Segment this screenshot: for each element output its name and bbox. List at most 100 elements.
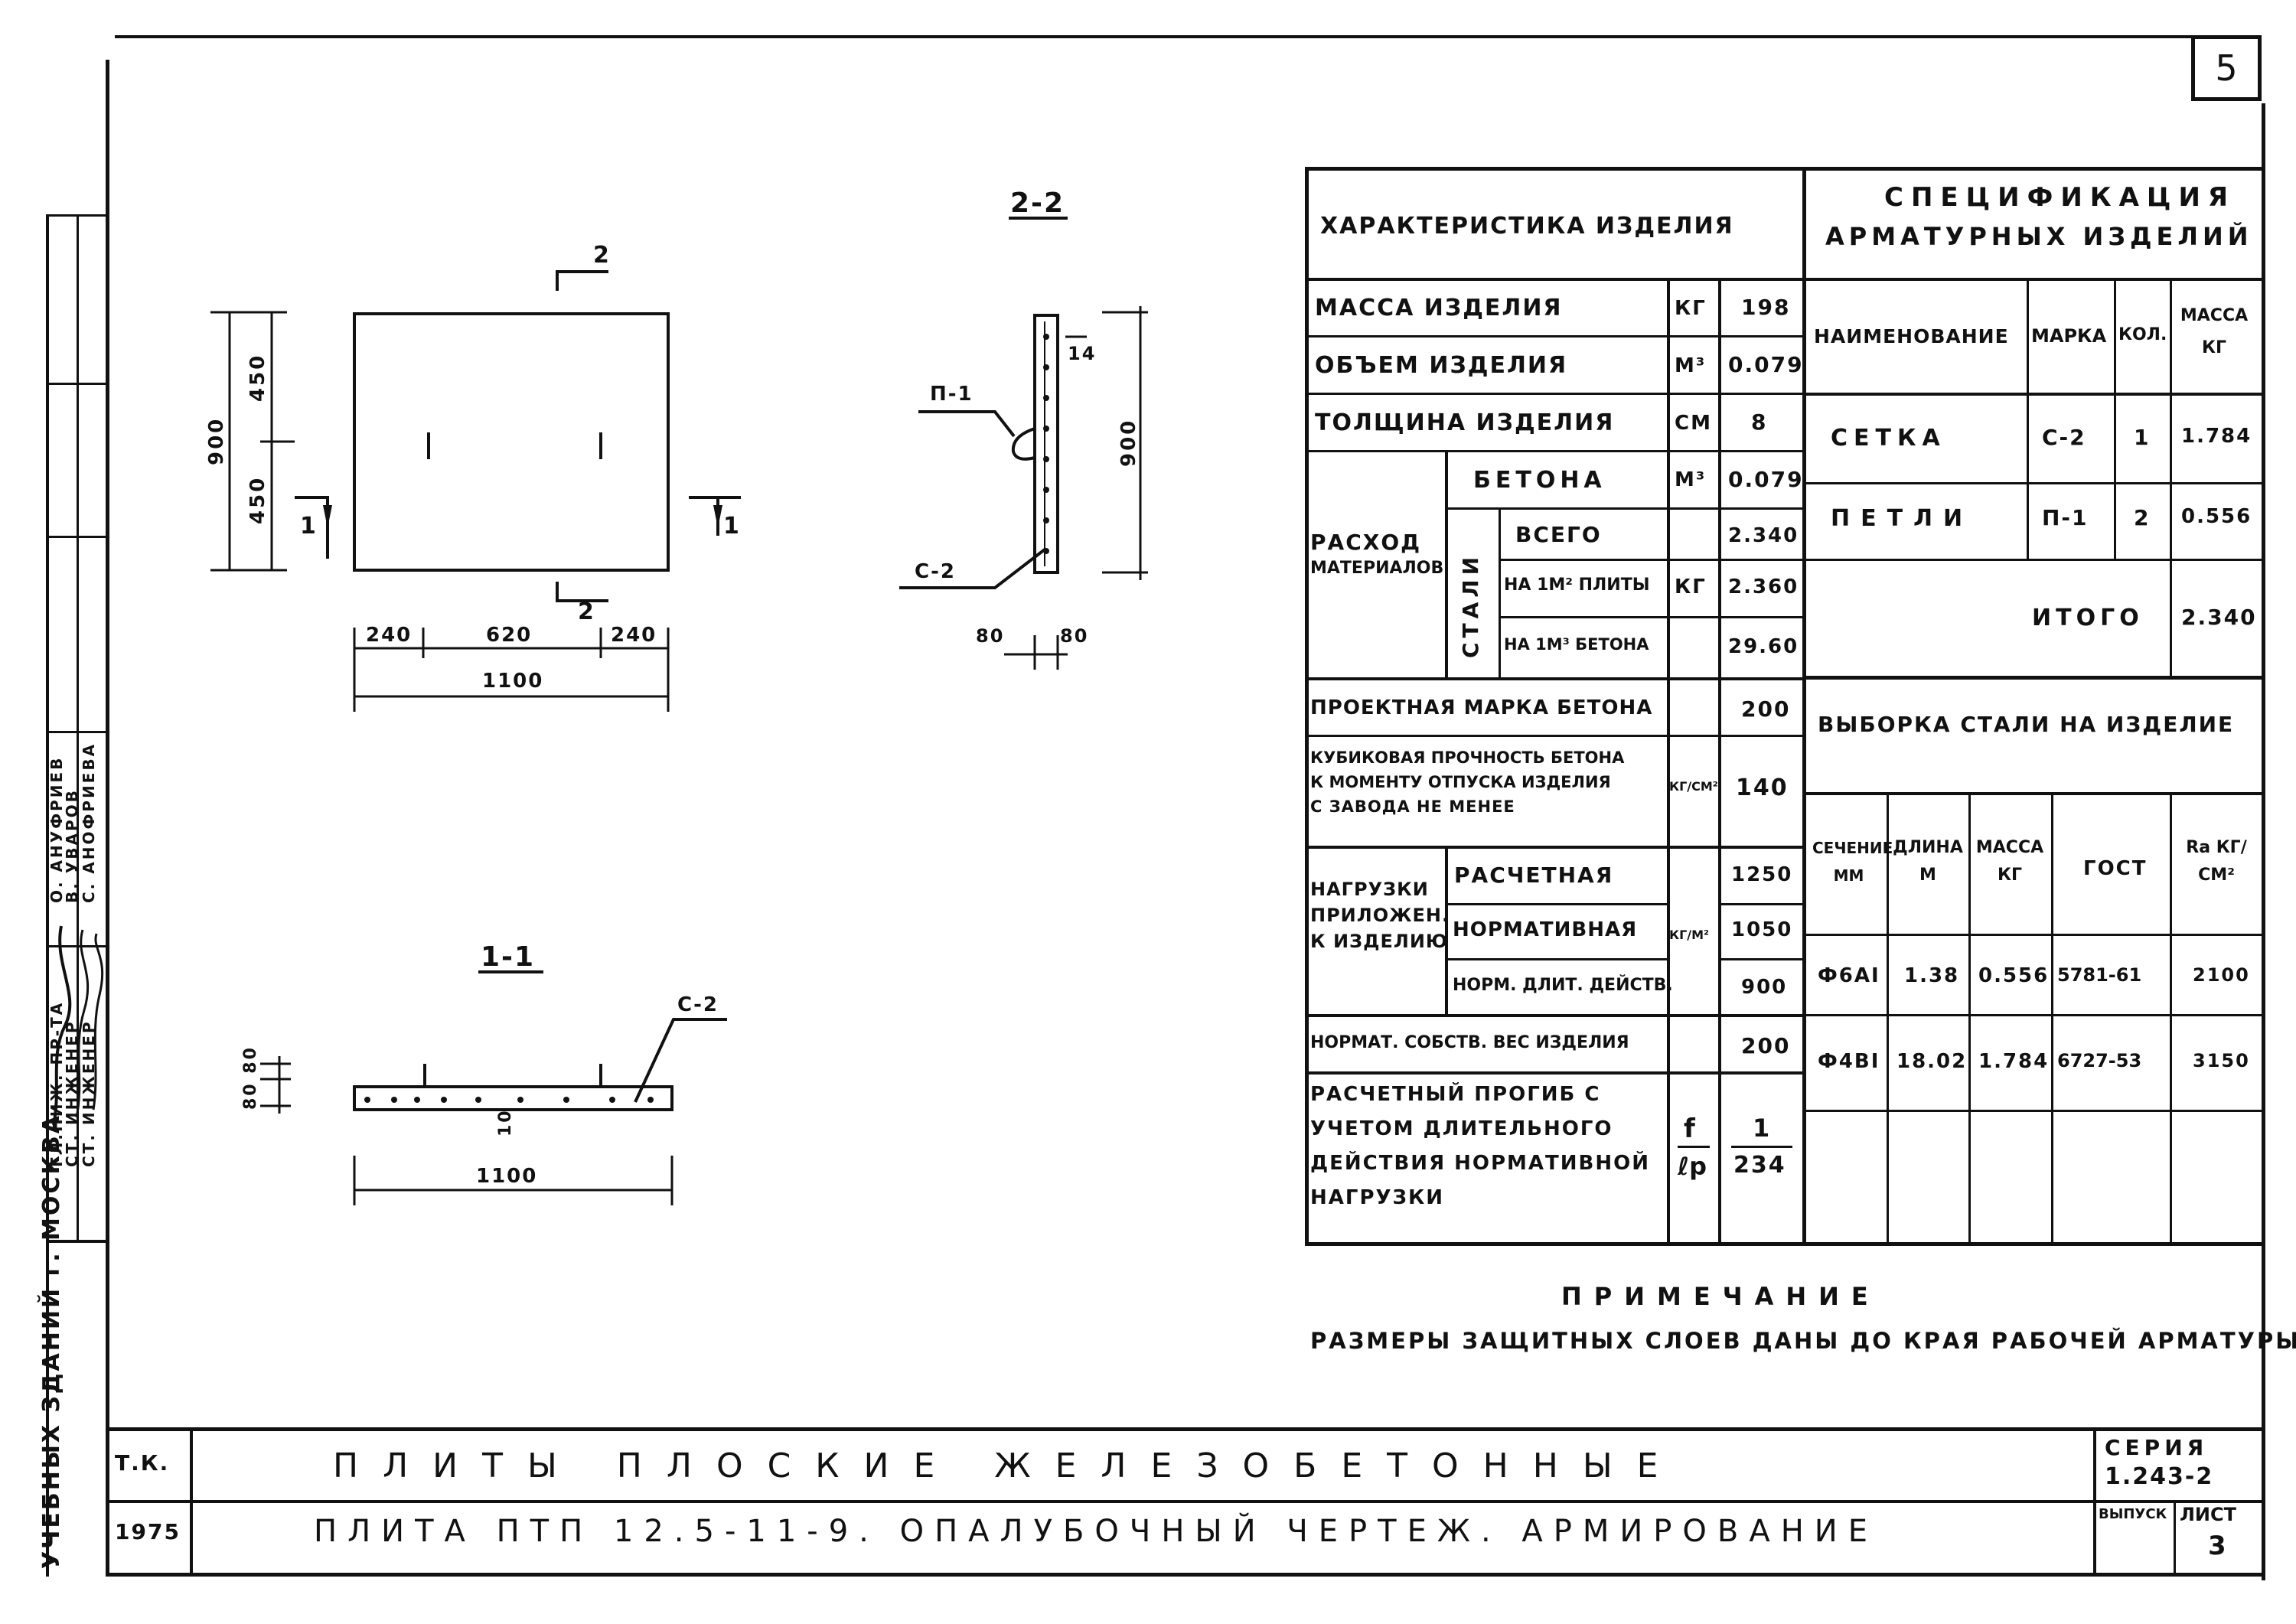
section11-outline <box>353 1085 673 1111</box>
note-title: ПРИМЕЧАНИЕ <box>1561 1282 1880 1311</box>
plan-dim-450-top: 450 <box>246 353 269 402</box>
tb-line-1: ПЛИТЫ ПЛОСКИЕ ЖЕЛЕЗОБЕТОННЫЕ <box>333 1446 1683 1485</box>
char-title: ХАРАКТЕРИСТИКА ИЗДЕЛИЯ <box>1320 213 1734 240</box>
spec-title-1: СПЕЦИФИКАЦИЯ <box>1884 182 2236 213</box>
section22-c2-label: С-2 <box>915 560 956 583</box>
ct-h9 <box>1305 735 1806 737</box>
steel-head-length: ДЛИНА М <box>1893 838 1963 885</box>
tb-top <box>106 1427 2264 1431</box>
sheet-number: 5 <box>2215 47 2238 89</box>
section11-dim-10: 10 <box>496 1108 515 1136</box>
plan-mark-1-right: 1 <box>723 513 741 540</box>
ct-h8 <box>1305 677 1806 680</box>
steel-row-2-section: Ф4ВI <box>1818 1050 1880 1073</box>
steel-row-2-mass: 1.784 <box>1978 1050 2050 1073</box>
steel-row-2-ra: 3150 <box>2193 1050 2250 1071</box>
section22-outline <box>1033 314 1059 574</box>
ct-v-unit <box>1667 278 1670 1246</box>
frame-left-line <box>106 60 109 1575</box>
tb-series-label: СЕРИЯ <box>2105 1435 2209 1460</box>
spec-total-label: ИТОГО <box>2032 605 2144 631</box>
st-v1 <box>1887 792 1889 1246</box>
plan-mark-2-bottom: 2 <box>578 598 595 625</box>
plan-dim-450-bottom: 450 <box>246 475 269 524</box>
char-row-3-value: 8 <box>1751 409 1768 435</box>
strip-divider-4 <box>46 536 107 538</box>
steel-row-1-mass: 0.556 <box>1978 964 2050 987</box>
steel-row-3-label: НА 1М³ БЕТОНА <box>1504 635 1649 654</box>
load-row-1-label: РАСЧЕТНАЯ <box>1454 863 1614 888</box>
spec-row-1-mark: С-2 <box>2042 425 2086 450</box>
ct-v-load <box>1445 846 1448 1014</box>
section22-title: 2-2 <box>1010 188 1065 219</box>
tb-sheet-value: 3 <box>2208 1531 2228 1561</box>
deflection-line-3: ДЕЙСТВИЯ НОРМАТИВНОЙ <box>1310 1152 1650 1175</box>
spec-row-2-name: ПЕТЛИ <box>1831 505 1974 532</box>
ct-h10 <box>1305 846 1806 849</box>
plan-dim-1100: 1100 <box>482 670 544 693</box>
frame-top-line <box>115 35 2258 38</box>
sp-v3 <box>2170 278 2172 680</box>
tb-line-2: ПЛИТА ПТП 12.5-11-9. ОПАЛУБОЧНЫЙ ЧЕРТЕЖ.… <box>314 1514 1878 1549</box>
ct-h6 <box>1499 559 1806 561</box>
steel-table-title: ВЫБОРКА СТАЛИ НА ИЗДЕЛИЕ <box>1818 712 2235 737</box>
loads-unit: КГ/М² <box>1669 928 1710 942</box>
deflection-num: 1 <box>1753 1114 1772 1143</box>
selfweight-value: 200 <box>1741 1033 1791 1058</box>
deflection-line-2: УЧЕТОМ ДЛИТЕЛЬНОГО <box>1310 1117 1613 1140</box>
section11-dim-1100: 1100 <box>476 1165 538 1188</box>
ct-h11b <box>1718 903 1806 905</box>
steel-row-1-value: 2.340 <box>1728 524 1799 547</box>
deflection-bar <box>1731 1146 1792 1148</box>
st-h2 <box>1806 934 2265 936</box>
load-row-3-label: НОРМ. ДЛИТ. ДЕЙСТВ. <box>1453 976 1673 995</box>
tb-year: 1975 <box>115 1519 181 1544</box>
ct-h3 <box>1305 393 1806 395</box>
section11-title: 1-1 <box>481 941 536 973</box>
section22-dim-80-right: 80 <box>1060 625 1089 647</box>
steel-head-section: СЕЧЕНИЕ ММ <box>1812 839 1893 885</box>
spec-row-1-qty: 1 <box>2134 425 2151 450</box>
ct-h7 <box>1499 616 1806 618</box>
steel-table <box>1806 677 2265 1246</box>
sp-h4 <box>1806 559 2265 561</box>
tb-issue-label: ВЫПУСК <box>2099 1506 2167 1522</box>
steel-row-2-length: 18.02 <box>1896 1050 1968 1073</box>
st-h1 <box>1806 792 2265 795</box>
ct-h2 <box>1305 335 1806 338</box>
steel-head-ra: Ra КГ/СМ² <box>2186 838 2247 885</box>
ct-h12b <box>1718 958 1806 960</box>
section22-p1-label: П-1 <box>930 383 974 406</box>
strip-line-1 <box>46 214 49 1577</box>
sheet-number-box: 5 <box>2191 35 2262 101</box>
steel-head-mass: МАССА КГ <box>1975 838 2044 885</box>
section11-c2-label: С-2 <box>677 993 719 1016</box>
tb-v2 <box>2093 1427 2096 1573</box>
load-row-2-value: 1050 <box>1731 918 1793 941</box>
ct-v-sub <box>1445 450 1448 677</box>
sp-v2 <box>2114 278 2116 559</box>
spec-head-mark: МАРКА <box>2031 325 2107 347</box>
ct-h14 <box>1305 1071 1806 1075</box>
steel-label: СТАЛИ <box>1458 552 1483 658</box>
sp-h1 <box>1806 278 2265 281</box>
strip-divider-6 <box>46 214 107 217</box>
plan-outline <box>353 312 670 572</box>
selfweight-label: НОРМАТ. СОБСТВ. ВЕС ИЗДЕЛИЯ <box>1310 1033 1629 1052</box>
strip-divider-2 <box>46 945 107 947</box>
plan-mark-1-left: 1 <box>300 513 318 540</box>
ct-h13 <box>1305 1014 1806 1017</box>
sp-h3 <box>1806 482 2265 484</box>
tb-v1 <box>190 1427 193 1573</box>
frame-bottom-line <box>106 1573 2264 1577</box>
char-row-2-unit: М³ <box>1675 354 1707 377</box>
steel-row-1-ra: 2100 <box>2193 964 2250 986</box>
steel-row-1-section: Ф6АI <box>1818 964 1880 987</box>
char-row-3-label: ТОЛЩИНА ИЗДЕЛИЯ <box>1315 409 1615 436</box>
deflection-unit-den: ℓр <box>1678 1152 1707 1181</box>
spec-head-name: НАИМЕНОВАНИЕ <box>1814 325 2009 347</box>
ct-v-value <box>1718 278 1721 1246</box>
char-row-3-unit: СМ <box>1675 412 1712 435</box>
st-v4 <box>2170 792 2172 1246</box>
steel-row-1-length: 1.38 <box>1904 964 1960 987</box>
